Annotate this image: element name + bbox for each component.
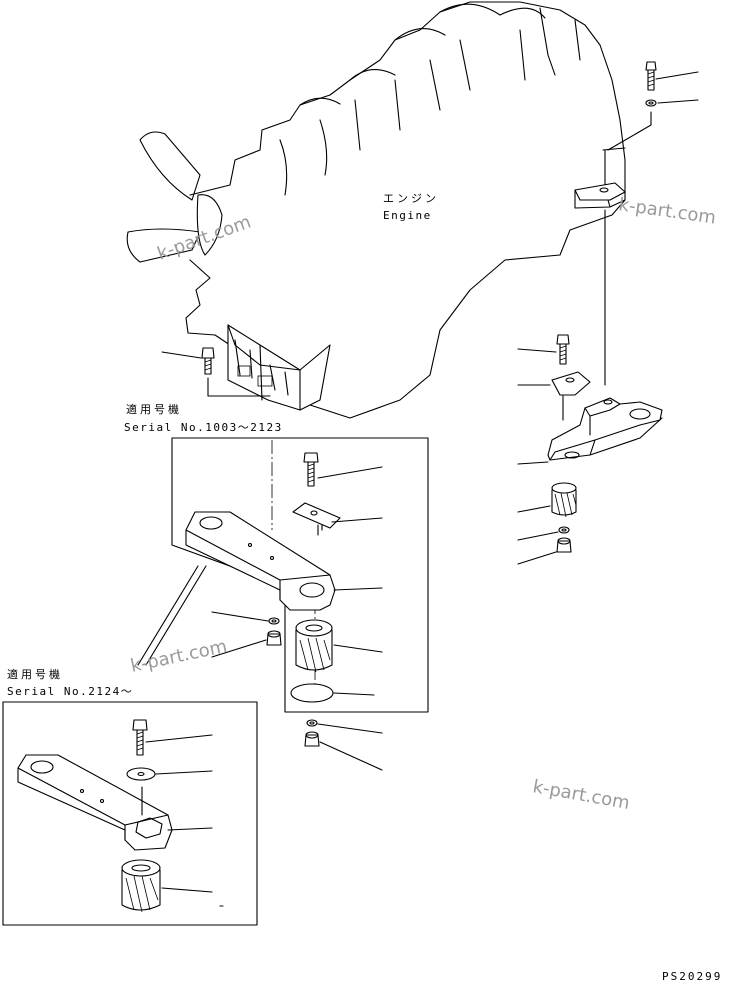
engine-label-jp: エンジン <box>383 192 439 205</box>
engine: エンジン Engine <box>126 1 626 419</box>
connector-diagonal <box>137 565 207 666</box>
serial-group-2-label-en: Serial No.2124～ <box>7 685 133 698</box>
serial-group-1-label-en: Serial No.1003～2123 <box>124 421 283 434</box>
watermark-3: k-part.com <box>129 636 229 677</box>
bolt-right-top <box>607 61 699 151</box>
serial-group-2-box <box>2 701 258 926</box>
bolt-left-top <box>161 347 215 375</box>
engine-label-en: Engine <box>383 209 432 222</box>
watermark-4: k-part.com <box>531 776 631 814</box>
serial-group-1-box <box>171 437 429 713</box>
drawing-code: PS20299 <box>662 970 722 983</box>
serial-group-1-label-jp: 適用号機 <box>126 402 182 416</box>
group-1-lower-hardware <box>304 719 383 771</box>
leader-bolt-left <box>207 377 271 397</box>
serial-group-2-label-jp: 適用号機 <box>7 667 63 681</box>
watermark-2: k-part.com <box>617 194 717 228</box>
right-mount-assembly <box>517 334 663 565</box>
